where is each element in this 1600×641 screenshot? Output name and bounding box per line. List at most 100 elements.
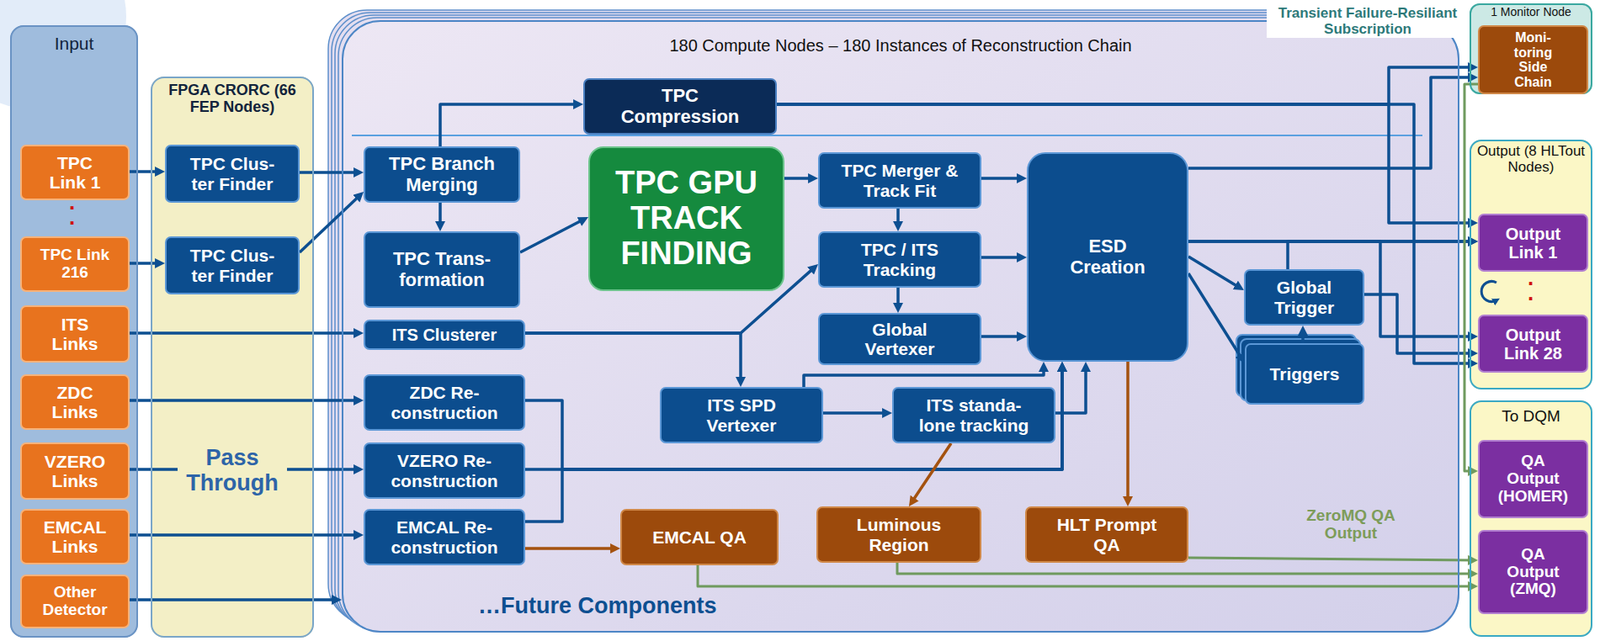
box-label: Moni- toring Side Chain: [1505, 30, 1562, 90]
process-box: Triggers: [1244, 343, 1365, 405]
qa-box: EMCAL QA: [620, 509, 779, 566]
connector-arrow: [776, 67, 1474, 105]
box-label: QA Output (ZMQ): [1494, 546, 1573, 600]
process-box: TPC / ITS Tracking: [818, 231, 982, 288]
box-label: TPC Link 1: [41, 153, 109, 192]
connector-arrow: [1055, 366, 1086, 414]
connector-arrow: [1287, 241, 1474, 270]
process-box: VZERO Re- construction: [363, 442, 526, 500]
box-label: ITS standa- lone tracking: [910, 395, 1037, 435]
connector-arrow: [525, 333, 741, 383]
monitor-panel: 1 Monitor NodeMoni- toring Side Chain: [1469, 3, 1593, 95]
output-panel: Output (8 HLTout Nodes) Output Link 1 Outp…: [1469, 139, 1593, 390]
connector-arrow: [129, 170, 161, 174]
box-label: TPC Merger & Track Fit: [840, 160, 959, 200]
connector-arrow: [1188, 273, 1243, 361]
box-label: ITS Clusterer: [392, 325, 497, 345]
connector-arrow: [1188, 241, 1474, 337]
connector-arrow: [129, 331, 360, 335]
box-label: Global Trigger: [1262, 277, 1347, 317]
process-box: ITS Clusterer: [363, 319, 526, 351]
box-label: EMCAL Links: [41, 517, 109, 557]
cycle-arrow-symbol: [1481, 281, 1497, 303]
box-label: TPC Branch Merging: [370, 154, 514, 195]
gpu-box: TPC GPU TRACK FINDING: [588, 146, 785, 292]
connector-arrow: [981, 176, 1023, 181]
panel-title: FPGA CRORC (66 FEP Nodes): [167, 82, 298, 117]
box-label: Output Link 28: [1495, 325, 1572, 363]
box-label: ZDC Links: [41, 382, 109, 422]
process-box: ESD Creation: [1026, 152, 1189, 362]
connector-arrow: [1464, 84, 1478, 472]
connector-arrow: [1126, 361, 1130, 503]
panel-title: Output (8 HLTout Nodes): [1473, 143, 1589, 176]
connector-arrow: [803, 366, 1044, 388]
process-box: TPC Clus- ter Finder: [164, 236, 300, 295]
connector-arrow: [1188, 77, 1474, 169]
panel-title: Pass Through: [177, 444, 288, 498]
box-label: TPC Clus- ter Finder: [182, 245, 282, 285]
connector-arrow: [129, 398, 360, 403]
box-label: Triggers: [1270, 364, 1340, 384]
connector-arrow: [525, 547, 617, 551]
output-box: QA Output (HOMER): [1477, 440, 1589, 519]
panel-fill: [1469, 3, 1593, 95]
box-label: VZERO Re- construction: [368, 451, 521, 490]
process-box: TPC Compression: [583, 78, 777, 135]
process-box: EMCAL Re- construction: [363, 509, 526, 566]
connector-arrow: [981, 255, 1023, 260]
box-label: Output Link 1: [1495, 224, 1572, 262]
annotation-label: .: [69, 205, 75, 230]
process-box: TPC Clus- ter Finder: [164, 144, 300, 203]
connector-arrow: [823, 411, 888, 415]
qa-box: Moni- toring Side Chain: [1477, 25, 1589, 95]
connector-arrow: [525, 366, 1063, 470]
annotation-label: ZeroMQ QA Output: [1296, 507, 1406, 543]
annotation-label: Transient Failure-Resiliant Subscription: [1266, 5, 1469, 38]
input-link: VZERO Links: [20, 442, 130, 500]
connector-arrow: [697, 565, 1474, 587]
connector-arrow: [981, 334, 1023, 339]
input-link: EMCAL Links: [20, 509, 130, 565]
panel-title: 180 Compute Nodes – 180 Instances of Rec…: [345, 36, 1457, 55]
qa-box: HLT Prompt QA: [1025, 506, 1189, 564]
box-label: TPC Clus- ter Finder: [182, 154, 282, 193]
box-label: TPC / ITS Tracking: [823, 239, 976, 279]
output-box: QA Output (ZMQ): [1477, 530, 1589, 615]
connector-arrow: [299, 194, 361, 253]
input-link: TPC Link 216: [20, 236, 130, 293]
box-label: QA Output (HOMER): [1494, 452, 1573, 506]
connector-arrow: [299, 170, 360, 175]
connector-arrow: [776, 104, 1474, 364]
process-box: Global Trigger: [1243, 269, 1365, 326]
connector-arrow: [525, 366, 1063, 470]
panel-fill: [150, 76, 314, 638]
qa-box: Luminous Region: [816, 506, 982, 564]
connector-arrow: [897, 563, 1474, 575]
box-label: Global Vertexer: [845, 319, 955, 359]
input-link: ZDC Links: [20, 374, 130, 431]
connector-arrow: [129, 261, 161, 266]
fpga-panel: FPGA CRORC (66 FEP Nodes) Pass Through TPC…: [150, 76, 314, 638]
process-box: ITS standa- lone tracking: [892, 387, 1056, 444]
process-box: TPC Trans- formation: [363, 231, 521, 309]
box-label: ESD Creation: [1061, 236, 1154, 277]
separator-line: [351, 134, 1423, 137]
connector-arrow: [1364, 294, 1474, 354]
panel-title: To DQM: [1472, 408, 1590, 426]
box-label: Luminous Region: [848, 515, 950, 554]
process-box: TPC Merger & Track Fit: [818, 152, 982, 209]
output-box: Output Link 1: [1477, 213, 1589, 272]
connector-arrow: [129, 598, 338, 602]
connector-arrow: [438, 202, 442, 228]
panel-fill: [1469, 139, 1593, 390]
compute-panel: 180 Compute Nodes – 180 Instances of Rec…: [341, 20, 1460, 633]
box-label: ITS SPD Vertexer: [691, 395, 793, 435]
panel-fill: [10, 25, 139, 638]
box-label: ZDC Re- construction: [368, 382, 521, 422]
process-box: TPC Branch Merging: [363, 146, 521, 203]
process-box: Global Vertexer: [818, 313, 982, 366]
annotation-label: …Future Components: [478, 594, 718, 620]
